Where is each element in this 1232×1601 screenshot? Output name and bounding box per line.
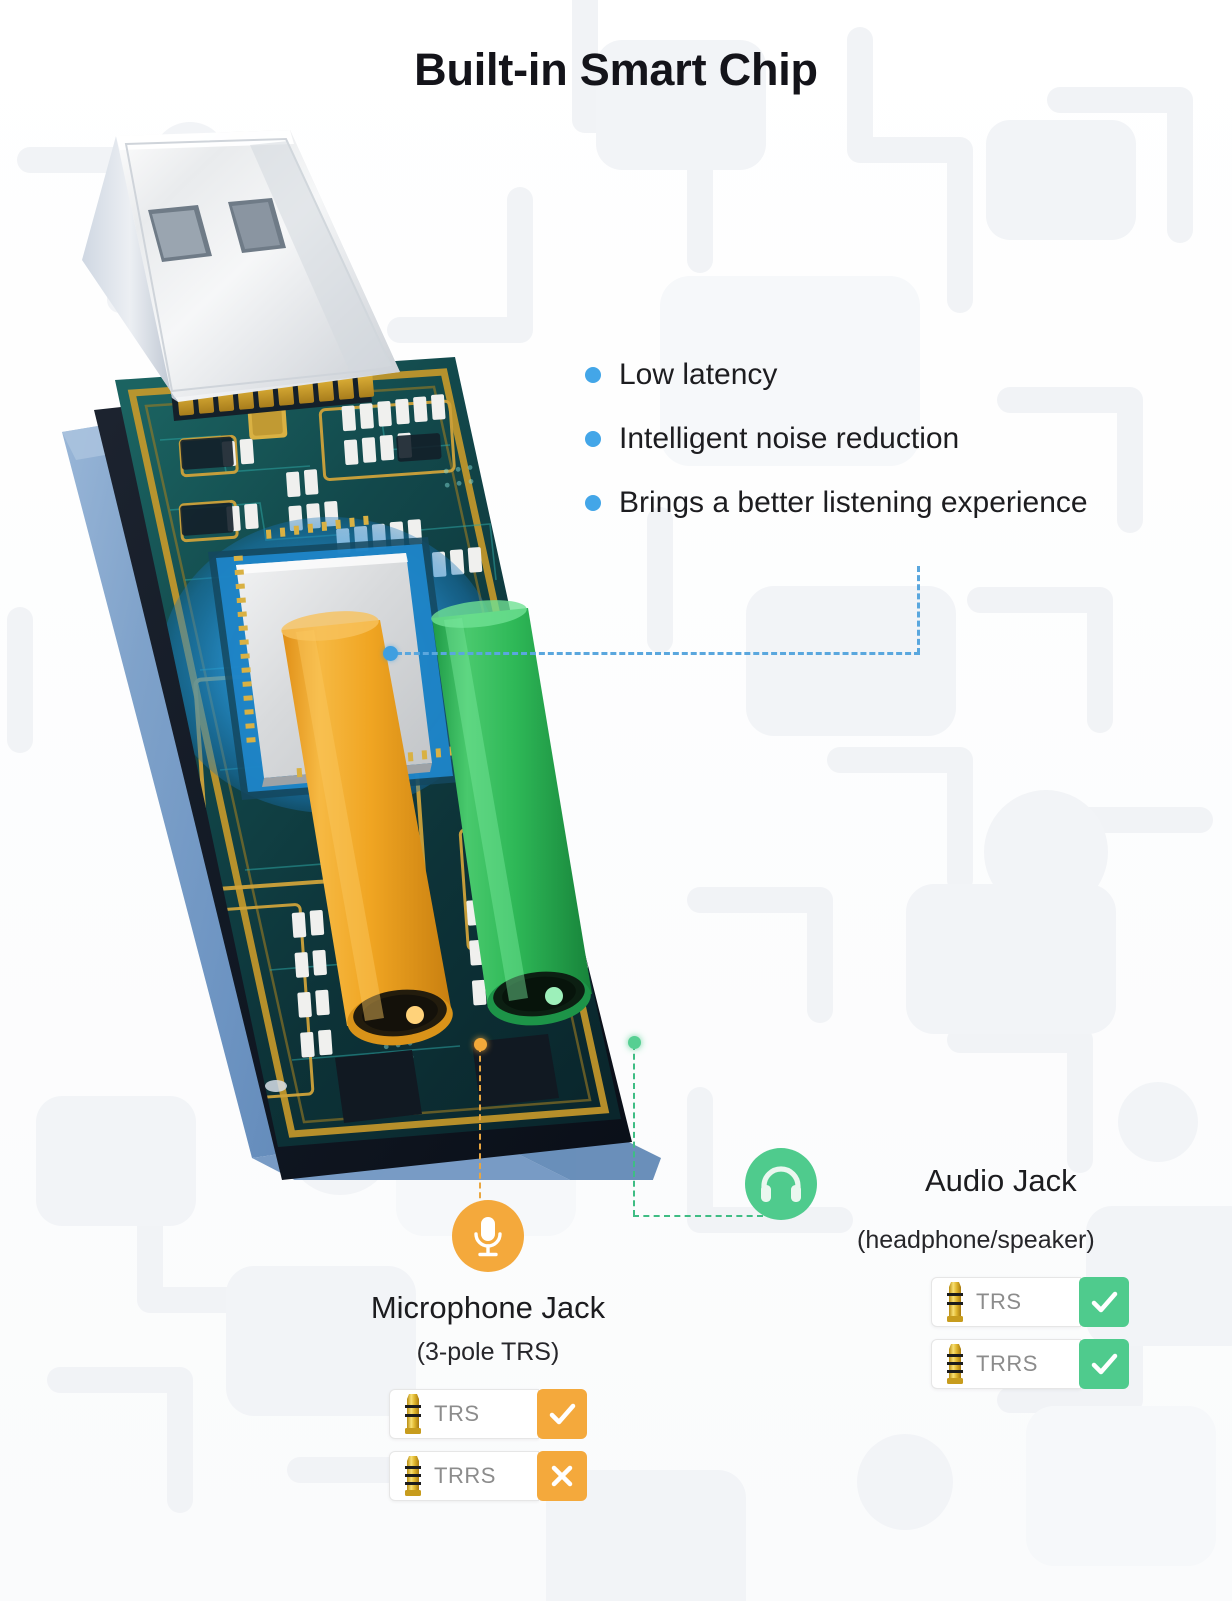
compat-mark-check [537, 1389, 587, 1439]
compat-mark-check [1079, 1339, 1129, 1389]
bullet-dot-icon [585, 431, 601, 447]
audio-compatibility-list: TRS TRRS [931, 1277, 1215, 1389]
feature-list: Low latency Intelligent noise reduction … [585, 358, 1088, 550]
chip-callout-dot [383, 646, 398, 661]
chip-leader-vertical [917, 566, 920, 654]
compat-label: TRRS [434, 1463, 496, 1488]
trs-plug-icon [947, 1282, 963, 1322]
microphone-jack-title: Microphone Jack [370, 1290, 606, 1325]
compat-label: TRS [434, 1401, 480, 1426]
compat-row-trs: TRS [389, 1389, 587, 1439]
trrs-plug-icon [947, 1344, 963, 1384]
microphone-icon [452, 1200, 524, 1272]
feature-item-low-latency: Low latency [585, 358, 1088, 392]
compat-row-trrs: TRRS [389, 1451, 587, 1501]
audio-jack-title: Audio Jack [925, 1163, 1077, 1198]
microphone-compatibility-list: TRS TRRS [258, 1389, 718, 1501]
compat-mark-check [1079, 1277, 1129, 1327]
compat-card: TRRS [931, 1339, 1081, 1389]
microphone-jack-callout: Microphone Jack (3-pole TRS) TRS [258, 1200, 718, 1501]
compat-label: TRS [976, 1289, 1022, 1314]
audio-leader-vertical [633, 1044, 635, 1216]
compat-card: TRRS [389, 1451, 539, 1501]
feature-label: Low latency [619, 358, 778, 391]
page-title: Built-in Smart Chip [414, 44, 818, 95]
product-image-usb-audio-adapter [62, 130, 661, 1180]
microphone-jack-subtitle: (3-pole TRS) [416, 1338, 560, 1366]
usb-a-connector [82, 130, 400, 402]
feature-label: Brings a better listening experience [619, 486, 1088, 519]
feature-item-listening-experience: Brings a better listening experience [585, 486, 1088, 520]
compat-mark-cross [537, 1451, 587, 1501]
compat-card: TRS [931, 1277, 1081, 1327]
trs-plug-icon [405, 1394, 421, 1434]
feature-label: Intelligent noise reduction [619, 422, 960, 455]
compat-card: TRS [389, 1389, 539, 1439]
headphone-icon [745, 1148, 817, 1220]
chip-leader-horizontal [396, 652, 920, 655]
feature-item-noise-reduction: Intelligent noise reduction [585, 422, 1088, 456]
bullet-dot-icon [585, 495, 601, 511]
audio-callout-dot [628, 1036, 641, 1049]
bullet-dot-icon [585, 367, 601, 383]
compat-row-trrs: TRRS [931, 1339, 1129, 1389]
trrs-plug-icon [405, 1456, 421, 1496]
mic-leader-line [479, 1046, 481, 1208]
compat-label: TRRS [976, 1351, 1038, 1376]
audio-jack-callout: Audio Jack (headphone/speaker) TRS [745, 1148, 1215, 1389]
mic-callout-dot [474, 1038, 487, 1051]
compat-row-trs: TRS [931, 1277, 1129, 1327]
audio-jack-subtitle: (headphone/speaker) [857, 1226, 1095, 1254]
